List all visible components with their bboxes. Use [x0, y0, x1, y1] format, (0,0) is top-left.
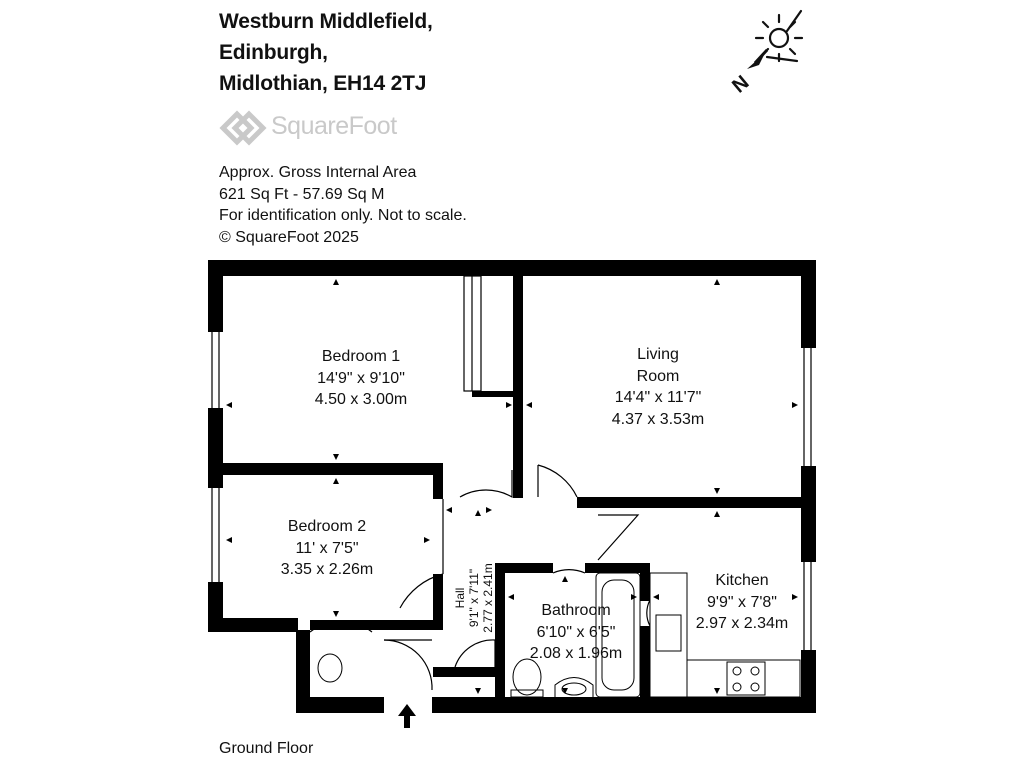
room-bedroom-1: Bedroom 1 14'9" x 9'10" 4.50 x 3.00m [301, 346, 421, 411]
room-name: Bedroom 1 [321, 348, 401, 365]
floor-label: Ground Floor [219, 740, 314, 757]
room-imperial: 9'1" x 7'11" [467, 568, 481, 628]
room-imperial: 14'4" x 11'7" [614, 389, 702, 406]
squarefoot-logo: SquareFoot [219, 107, 419, 147]
room-imperial: 9'9" x 7'8" [707, 593, 777, 611]
room-name-line-1: Living [637, 346, 679, 363]
wardrobe [463, 275, 482, 392]
compass-icon: N [728, 9, 804, 98]
dimension-markers [226, 279, 798, 694]
area-info: Approx. Gross Internal Area 621 Sq Ft - … [219, 162, 467, 248]
room-name: Kitchen [715, 572, 769, 589]
address-line-1: Westburn Middlefield, [219, 10, 433, 33]
room-imperial: 6'10" x 6'5" [536, 623, 616, 641]
room-metric: 2.08 x 1.96m [529, 645, 623, 662]
room-imperial: 11' x 7'5" [295, 539, 359, 557]
room-name: Bedroom 2 [287, 518, 367, 535]
room-metric: 2.77 x 2.41m [481, 563, 495, 633]
walls [208, 260, 816, 713]
room-metric: 4.37 x 3.53m [611, 410, 705, 428]
area-info-size: 621 Sq Ft - 57.69 Sq M [219, 185, 385, 203]
area-info-copyright: © SquareFoot 2025 [219, 228, 359, 246]
room-metric: 2.97 x 2.34m [695, 615, 789, 632]
room-name: Bathroom [541, 602, 611, 619]
windows [211, 332, 812, 650]
room-imperial: 14'9" x 9'10" [317, 369, 405, 387]
doors [309, 464, 651, 691]
address-line-2: Edinburgh, [219, 41, 328, 64]
property-address: Westburn Middlefield, Edinburgh, Midloth… [219, 6, 433, 99]
area-info-disclaimer: For identification only. Not to scale. [219, 207, 467, 224]
address-line-3: Midlothian, EH14 2TJ [219, 72, 427, 95]
logo-text: SquareFoot [271, 112, 397, 140]
area-info-title: Approx. Gross Internal Area [219, 164, 417, 181]
room-bedroom-2: Bedroom 2 11' x 7'5" 3.35 x 2.26m [267, 516, 387, 581]
kitchen-fittings [649, 572, 801, 698]
room-kitchen: Kitchen 9'9" x 7'8" 2.97 x 2.34m [682, 570, 802, 635]
room-hall: Hall 9'1" x 7'11" 2.77 x 2.41m [453, 548, 495, 648]
entrance-arrow-icon [398, 704, 416, 728]
logo-mark-icon [219, 110, 267, 146]
room-name-line-2: Room [636, 367, 680, 385]
room-metric: 4.50 x 3.00m [314, 391, 408, 408]
room-living-room: Living Room 14'4" x 11'7" 4.37 x 3.53m [598, 344, 718, 430]
room-bathroom: Bathroom 6'10" x 6'5" 2.08 x 1.96m [516, 600, 636, 665]
room-metric: 3.35 x 2.26m [280, 561, 374, 578]
room-name: Hall [453, 587, 467, 609]
bathroom-fittings [317, 572, 641, 698]
